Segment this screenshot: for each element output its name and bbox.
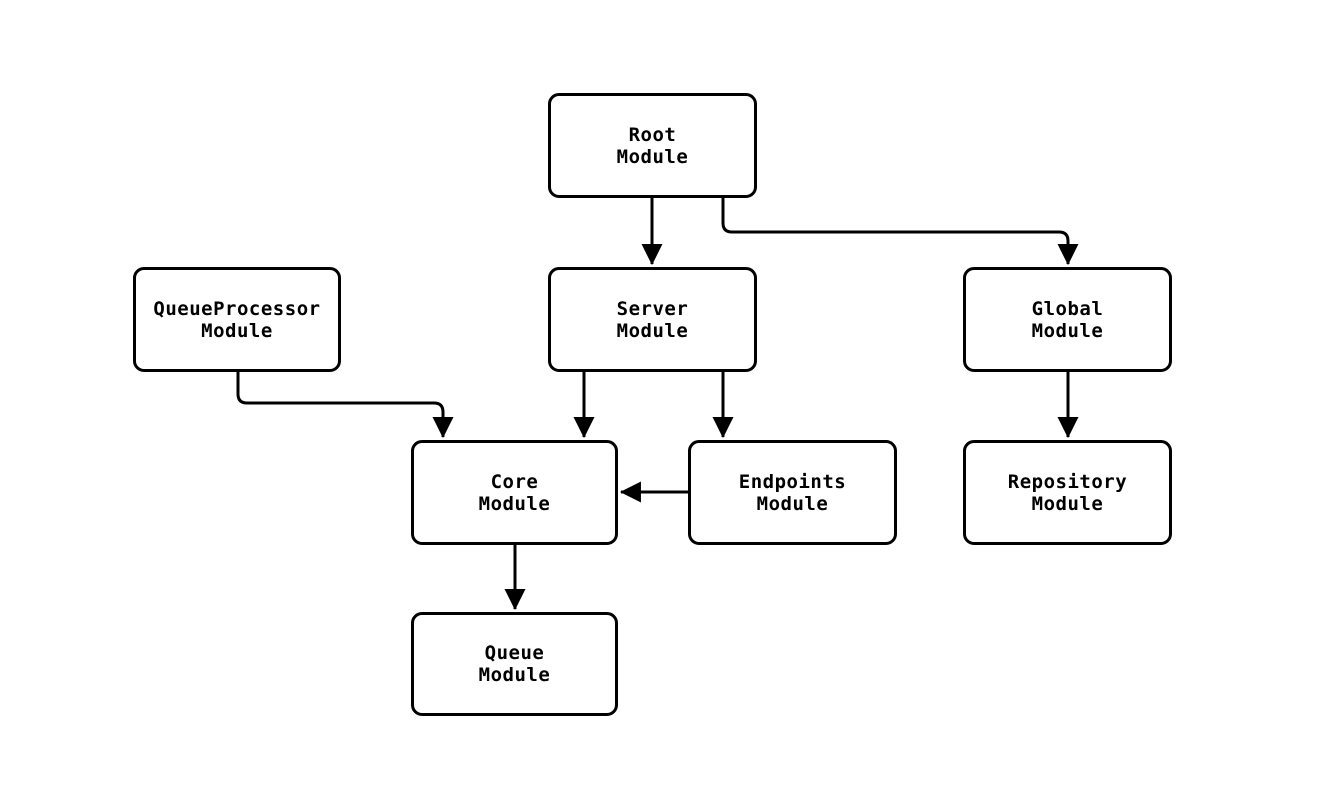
node-endpoints-module: Endpoints Module: [688, 440, 897, 545]
node-repository-module-label: Repository Module: [1007, 470, 1128, 515]
node-repository-module: Repository Module: [963, 440, 1172, 545]
node-endpoints-module-label: Endpoints Module: [738, 470, 847, 515]
node-core-module: Core Module: [411, 440, 618, 545]
node-root-module-label: Root Module: [616, 123, 689, 168]
node-server-module: Server Module: [548, 267, 757, 372]
edge-queueprocessor-to-core: [236, 372, 454, 439]
node-queue-module-label: Queue Module: [478, 642, 551, 686]
node-server-module-label: Server Module: [616, 297, 689, 342]
node-root-module: Root Module: [548, 93, 757, 198]
node-global-module-label: Global Module: [1031, 297, 1104, 342]
node-queueprocessor-module: QueueProcessor Module: [133, 267, 341, 372]
node-core-module-label: Core Module: [478, 470, 551, 515]
node-queue-module: Queue Module: [411, 612, 618, 716]
edge-root-to-global: [721, 198, 1079, 266]
node-queueprocessor-module-label: QueueProcessor Module: [153, 297, 321, 342]
node-global-module: Global Module: [963, 267, 1172, 372]
